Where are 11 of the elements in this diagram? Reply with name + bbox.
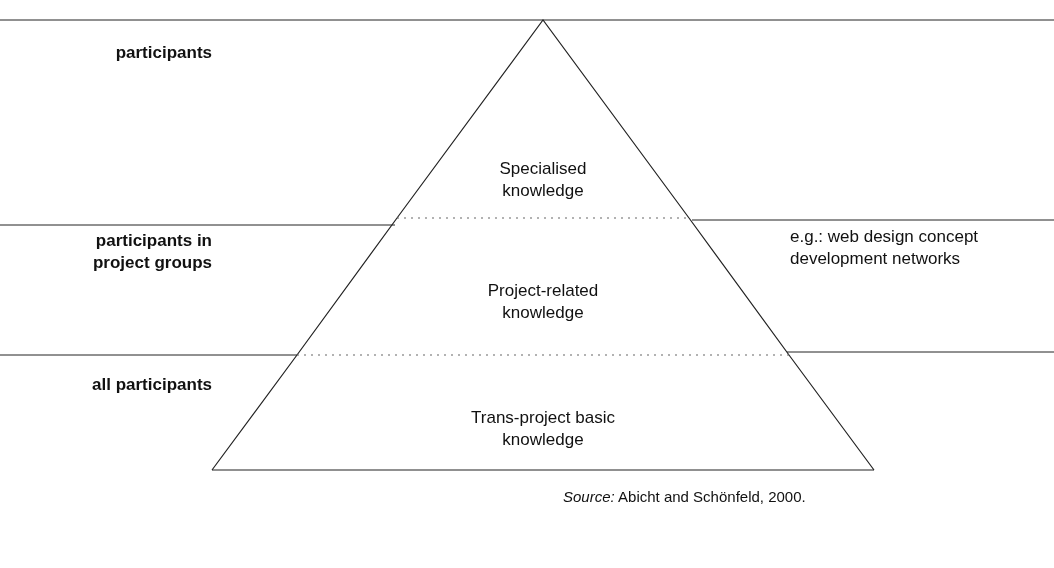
band-label: Project-related knowledge bbox=[486, 280, 600, 324]
pyramid-band bbox=[212, 355, 874, 470]
group-label: participants in project groups bbox=[92, 230, 212, 274]
group-label: participants bbox=[114, 42, 212, 64]
pyramid-band bbox=[397, 20, 689, 218]
group-label: all participants bbox=[91, 374, 212, 396]
band-label: Trans-project basic knowledge bbox=[470, 407, 616, 451]
example-note: e.g.: web design concept development networks bbox=[790, 226, 980, 270]
band-label: Specialised knowledge bbox=[498, 158, 588, 202]
pyramid-band bbox=[297, 218, 789, 355]
source-caption: Source: Abicht and Schönfeld, 2000. bbox=[563, 487, 806, 507]
